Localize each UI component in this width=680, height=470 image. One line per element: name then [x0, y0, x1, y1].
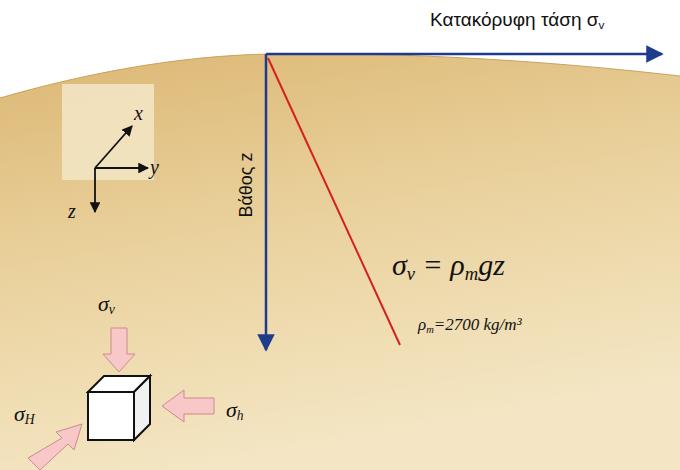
depth-arrow — [265, 54, 268, 350]
glyph: 7 — [454, 315, 463, 334]
glyph — [581, 9, 586, 30]
stress-label: σv — [98, 292, 115, 317]
glyph: ό — [481, 9, 492, 30]
glyph — [479, 315, 483, 334]
glyph: g — [491, 315, 500, 334]
glyph: 2 — [445, 315, 454, 334]
equation: σv = ρmgz — [392, 248, 505, 284]
axis-title: Κατακόρυφη τάση σv — [430, 10, 604, 32]
glyph: α — [461, 9, 472, 30]
axis-label: z — [68, 200, 76, 222]
glyph: g — [478, 248, 493, 281]
glyph: α — [442, 9, 453, 30]
glyph: τ — [453, 9, 460, 30]
glyph: σ — [14, 401, 25, 426]
glyph: σ — [226, 397, 237, 422]
glyph: ρ — [450, 248, 464, 281]
stress-arrows — [28, 328, 214, 470]
glyph: ³ — [517, 315, 522, 334]
glyph: σ — [587, 9, 599, 30]
glyph: v — [407, 263, 415, 284]
axis-label: y — [150, 156, 159, 178]
glyph: x — [134, 102, 143, 124]
axes-panel — [62, 84, 154, 180]
glyph: φ — [513, 9, 525, 30]
glyph: k — [484, 315, 492, 334]
density-note: ρm=2700 kg/m³ — [418, 316, 522, 335]
stress-label: σh — [226, 398, 244, 423]
glyph: ά — [548, 9, 559, 30]
glyph: η — [571, 9, 582, 30]
y-axis — [95, 167, 148, 169]
glyph: h — [237, 408, 244, 423]
stress-gradient-line — [268, 58, 400, 345]
glyph: ο — [236, 175, 256, 185]
glyph: σ — [98, 291, 109, 316]
glyph: ρ — [418, 315, 426, 334]
glyph — [415, 248, 423, 281]
glyph: v — [109, 302, 115, 317]
glyph: ρ — [492, 9, 503, 30]
glyph: v — [598, 18, 604, 31]
glyph: m — [504, 315, 516, 334]
glyph: ς — [236, 166, 256, 175]
glyph — [443, 248, 451, 281]
glyph: z — [68, 200, 76, 222]
glyph — [236, 161, 256, 166]
x-axis — [95, 126, 132, 168]
glyph: 0 — [462, 315, 471, 334]
glyph: Β — [236, 206, 256, 218]
glyph: z — [493, 248, 505, 281]
glyph: η — [525, 9, 536, 30]
glyph: / — [500, 315, 505, 334]
glyph: θ — [236, 185, 256, 195]
glyph: z — [236, 152, 256, 161]
axis-label: x — [134, 102, 143, 124]
glyph: τ — [541, 9, 548, 30]
glyph: = — [434, 315, 445, 334]
depth-label: Βάθος z — [237, 152, 257, 217]
glyph: ά — [236, 195, 256, 205]
glyph: m — [465, 263, 478, 284]
glyph: y — [150, 156, 159, 178]
glyph — [536, 9, 541, 30]
stress-cube — [88, 376, 150, 440]
glyph: H — [25, 412, 35, 427]
glyph: κ — [472, 9, 481, 30]
glyph: m — [426, 324, 434, 335]
stress-axis-arrow — [266, 53, 662, 56]
glyph: υ — [502, 9, 512, 30]
glyph: 0 — [471, 315, 480, 334]
glyph: = — [423, 248, 443, 281]
stress-label: σH — [14, 402, 35, 427]
z-axis — [94, 168, 96, 212]
glyph: σ — [392, 248, 407, 281]
ground — [0, 54, 680, 470]
glyph: Κ — [430, 9, 442, 30]
glyph: σ — [559, 9, 571, 30]
